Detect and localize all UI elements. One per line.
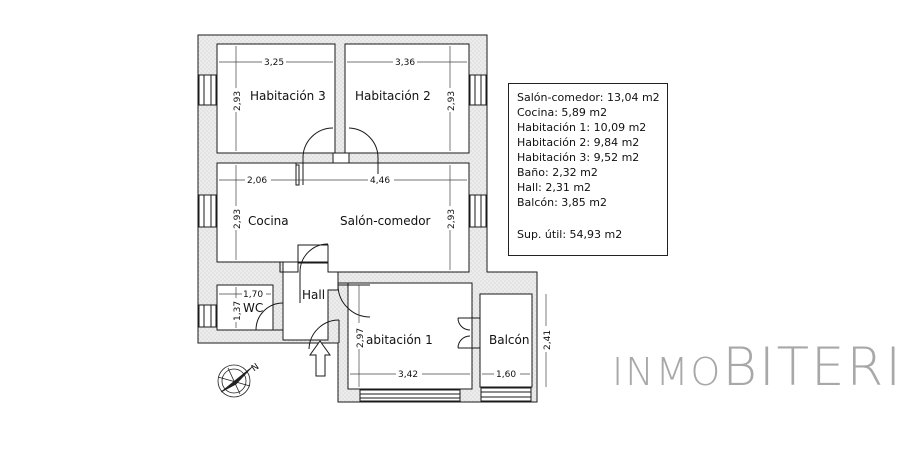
room-label-balcon: Balcón	[489, 333, 529, 347]
dim-h2-width: 3,36	[395, 58, 415, 68]
legend-line: Balcón: 3,85 m2	[517, 196, 607, 209]
legend-line: Hall: 2,31 m2	[517, 181, 592, 194]
dim-balcon-height: 2,41	[543, 330, 553, 350]
legend-line: Habitación 1: 10,09 m2	[517, 121, 647, 134]
dimension-labels: 3,25 3,36 2,93 2,93 2,06 4,46 2,93 2,93 …	[230, 56, 553, 380]
brand-part-inmo: INMO	[612, 350, 723, 394]
legend-line: Habitación 2: 9,84 m2	[517, 136, 640, 149]
legend-line: Cocina: 5,89 m2	[517, 106, 608, 119]
room-label-habitacion-3: Habitación 3	[250, 89, 326, 103]
legend-line: Salón-comedor: 13,04 m2	[517, 91, 660, 104]
window-h2	[469, 74, 487, 106]
room-label-habitacion-2: Habitación 2	[355, 89, 431, 103]
window-salon	[469, 194, 487, 228]
compass-label: N	[250, 362, 261, 374]
dim-wc-height: 1,37	[233, 301, 243, 321]
partition-lines	[217, 244, 473, 389]
dim-salon-width: 4,46	[370, 176, 390, 186]
legend-total: Sup. útil: 54,93 m2	[517, 228, 623, 241]
brand-logo: INMOBITERI	[612, 338, 903, 398]
legend-line: Habitación 3: 9,52 m2	[517, 151, 640, 164]
dim-balcon-width: 1,60	[496, 370, 516, 380]
dim-h1-height: 2,97	[356, 328, 366, 348]
legend-line: Baño: 2,32 m2	[517, 166, 598, 179]
dim-salon-height: 2,93	[447, 209, 457, 229]
compass-icon	[217, 364, 253, 398]
window-balcon	[480, 387, 532, 402]
entrance-arrow-icon	[309, 340, 331, 377]
window-h1	[359, 389, 461, 402]
brand-part-biteri: BITERI	[722, 337, 903, 398]
dim-wc-width: 1,70	[243, 290, 263, 300]
room-label-hall: Hall	[302, 288, 325, 302]
room-label-wc: WC	[243, 301, 263, 315]
window-cocina	[198, 194, 217, 228]
room-label-salon-comedor: Salón-comedor	[340, 214, 431, 228]
dim-h3-width: 3,25	[264, 58, 284, 68]
dim-h2-height: 2,93	[447, 91, 457, 111]
room-label-habitacion-1: Habitación 1	[357, 333, 433, 347]
dim-h1-width: 3,42	[398, 370, 418, 380]
window-h3	[198, 74, 217, 106]
windows	[198, 74, 532, 402]
dim-cocina-width: 2,06	[247, 176, 267, 186]
room-label-cocina: Cocina	[248, 214, 289, 228]
dim-h3-height: 2,93	[233, 91, 243, 111]
dim-cocina-height: 2,93	[233, 209, 243, 229]
window-wc	[198, 304, 217, 328]
area-legend: Salón-comedor: 13,04 m2 Cocina: 5,89 m2 …	[508, 83, 668, 256]
